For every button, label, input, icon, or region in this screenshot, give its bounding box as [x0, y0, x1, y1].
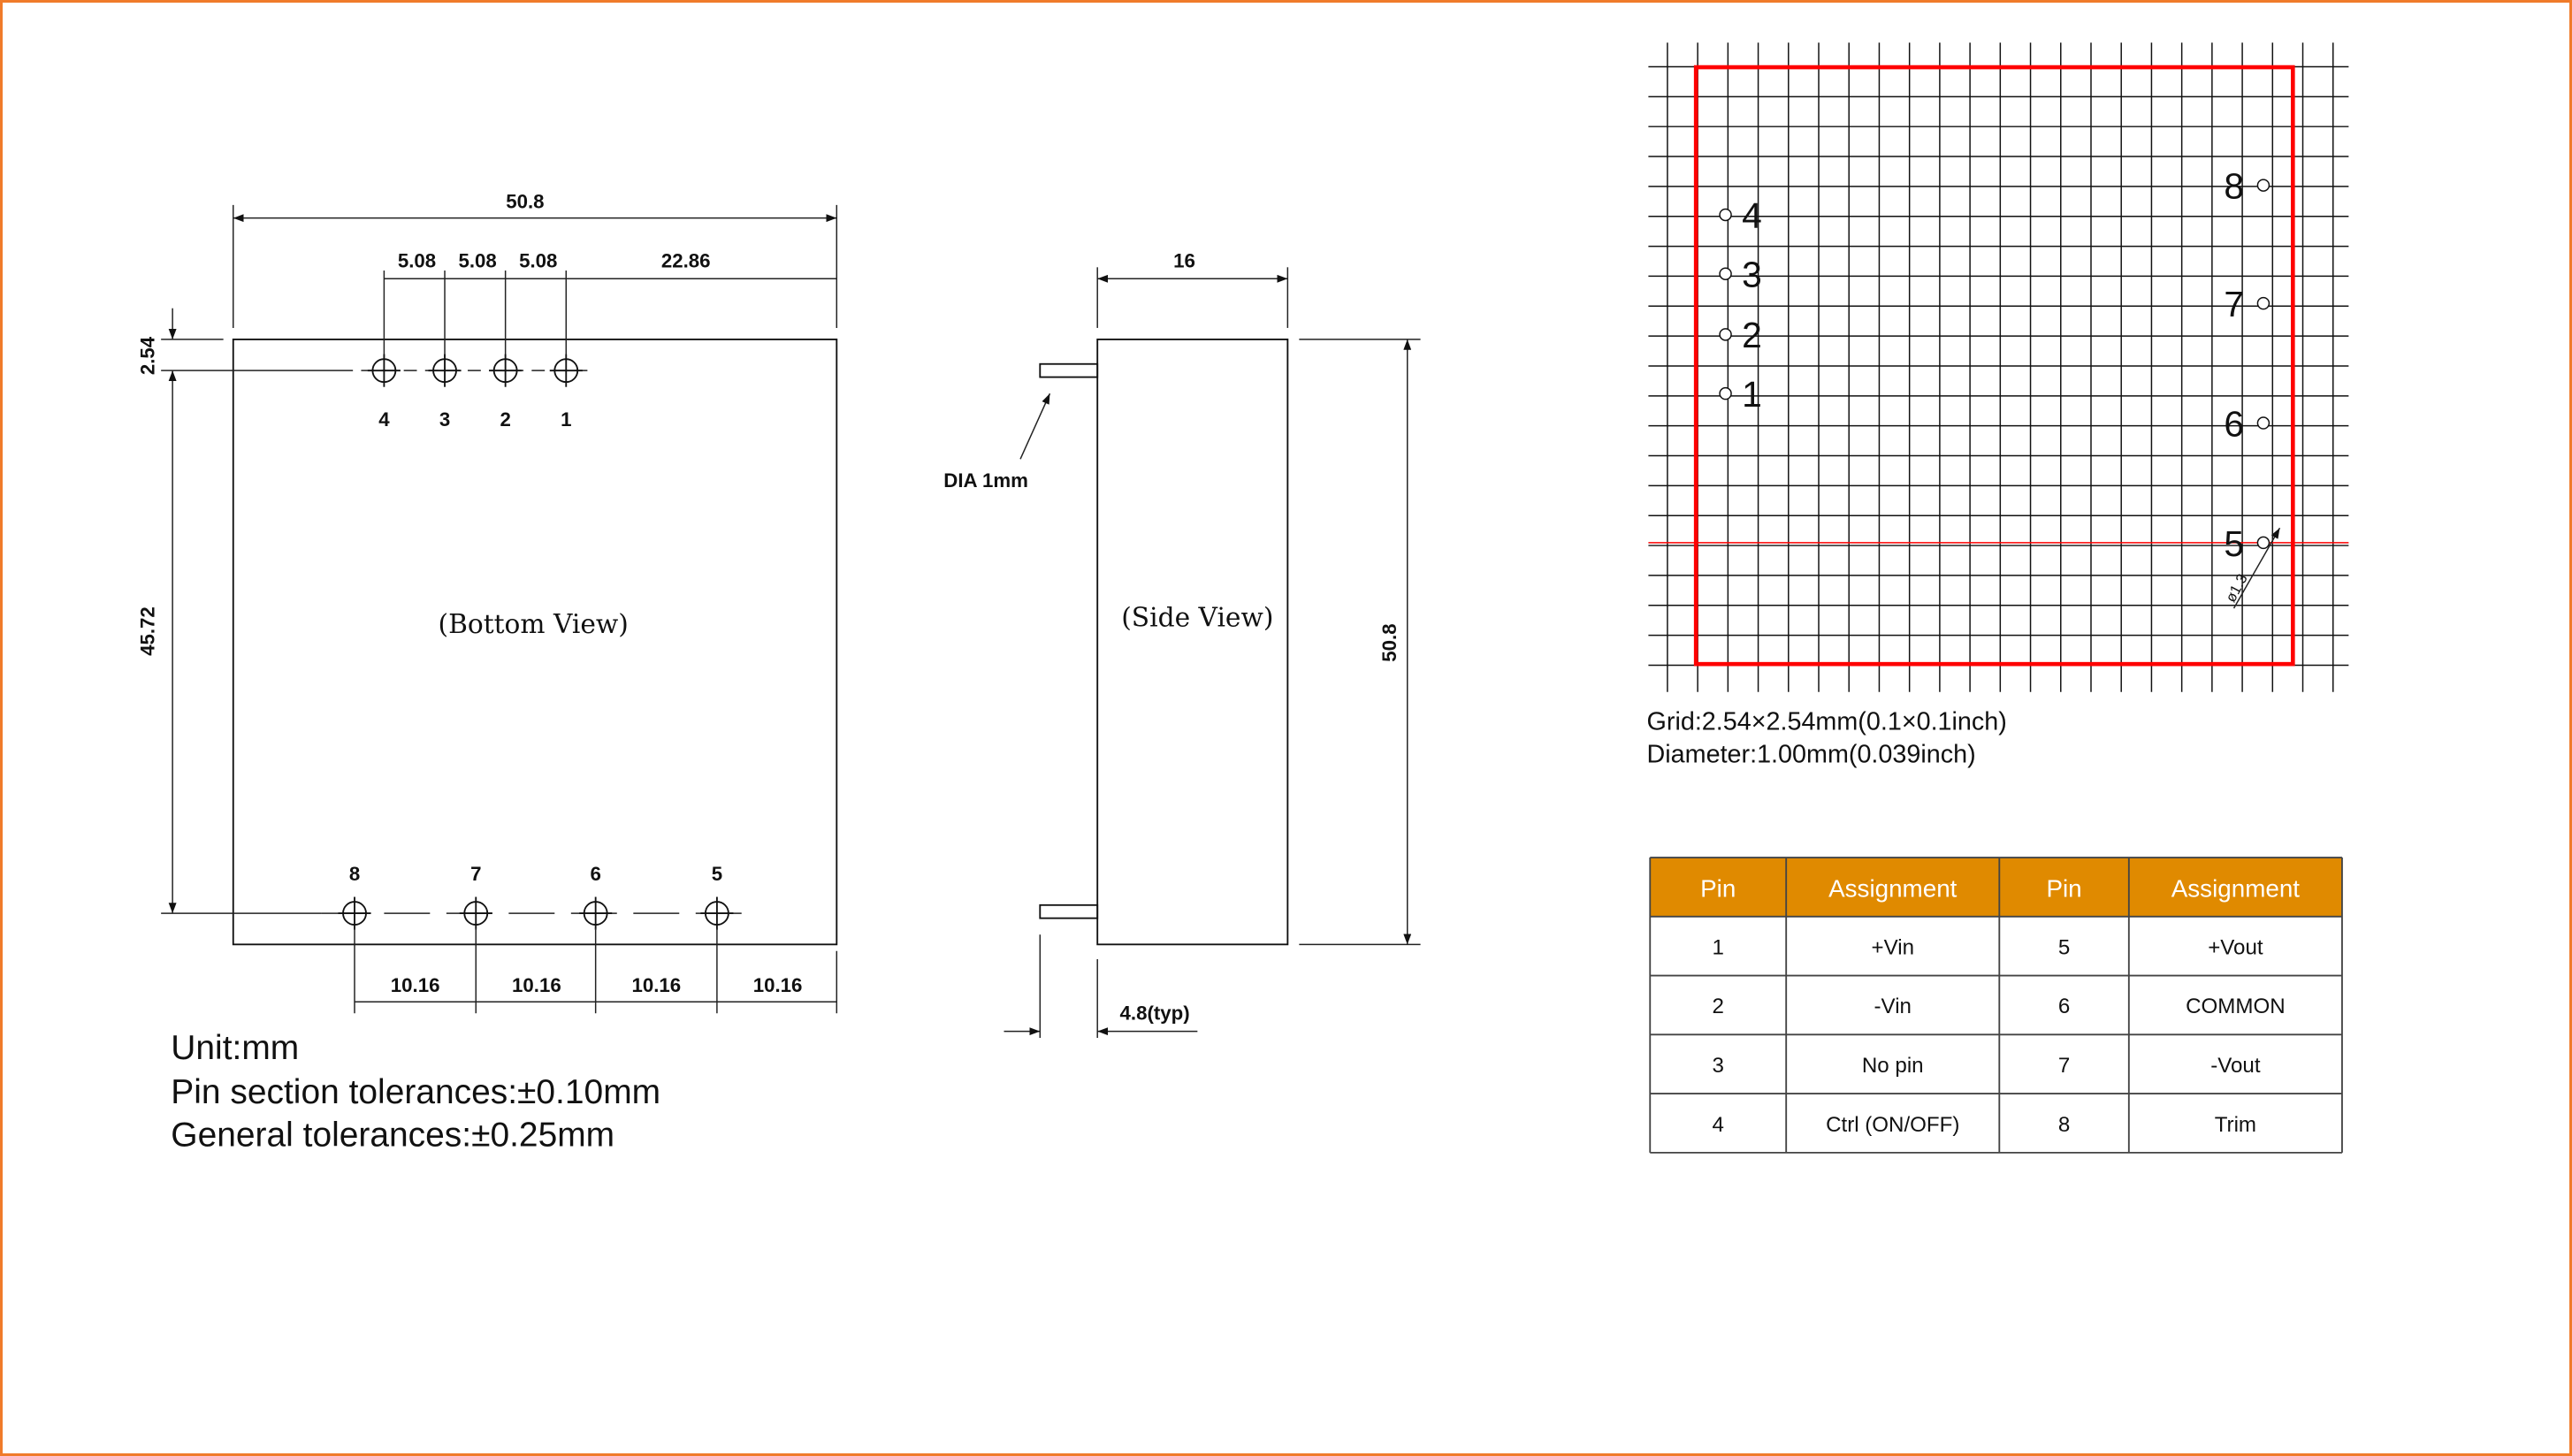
table-cell: Ctrl (ON/OFF): [1826, 1113, 1959, 1137]
pin-number: 1: [561, 408, 571, 431]
note-general-tolerance: General tolerances:±0.25mm: [171, 1116, 614, 1154]
dim-offset: 22.86: [661, 249, 711, 271]
grid-note: Grid:2.54×2.54mm(0.1×0.1inch): [1647, 707, 2007, 736]
table-cell: -Vout: [2210, 1054, 2261, 1078]
grid-pin: 7: [2224, 284, 2271, 324]
table-cell: 8: [2058, 1113, 2070, 1137]
dim-height: 45.72: [137, 606, 159, 656]
pin-number: 7: [470, 863, 481, 885]
dim-pitch-b: 5.08: [458, 249, 496, 271]
grid-pin-number: 5: [2224, 523, 2244, 564]
grid-footprint: 4 3 2 1 8 7 6 5 ø1.3 Grid:2.54×2.54mm(0.1×0.1in…: [1647, 42, 2349, 768]
dim-width: 50.8: [506, 191, 544, 213]
pin-number: 2: [500, 408, 510, 431]
notes: Unit:mm Pin section tolerances:±0.10mm G…: [171, 1029, 660, 1154]
dim-pitch-a: 5.08: [398, 249, 436, 271]
grid-pin-number: 2: [1742, 315, 1762, 355]
dia-label: ø1.3: [2222, 571, 2250, 605]
pin-stub-bottom: [1039, 903, 1099, 919]
pin-stub-top: [1039, 362, 1099, 378]
module-outline-red: [1693, 65, 2295, 667]
table-cell: 2: [1713, 995, 1724, 1018]
dim-pitch-c: 5.08: [519, 249, 557, 271]
module-outline-bottom: [232, 339, 838, 946]
table-cell: +Vin: [1872, 935, 1915, 959]
pin-marker: 5: [700, 863, 734, 930]
table-cell: 4: [1713, 1113, 1724, 1137]
bottom-view-title: (Bottom View): [439, 608, 629, 639]
module-outline-side: [1096, 339, 1289, 946]
table-row: 1 +Vin 5 +Vout: [1713, 935, 2263, 959]
dim-spacing-3: 10.16: [631, 974, 681, 996]
grid-pin-number: 4: [1742, 195, 1762, 236]
dim-edge: 2.54: [137, 336, 159, 375]
pin-number: 5: [712, 863, 722, 885]
table-cell: +Vout: [2208, 935, 2263, 959]
pin-marker: 1: [549, 354, 583, 431]
pin-number: 6: [590, 863, 600, 885]
pin-table: Pin Assignment Pin Assignment 1 +Vin 5 +Vout 2 -V…: [1649, 857, 2343, 1154]
grid-pin: 4: [1719, 195, 1762, 236]
dim-spacing-1: 10.16: [391, 974, 440, 996]
pin-number: 8: [349, 863, 360, 885]
grid-pin: 6: [2224, 403, 2271, 444]
grid-pin-number: 8: [2224, 165, 2244, 206]
table-header: Pin: [1700, 875, 1736, 903]
table-header: Assignment: [2171, 875, 2301, 903]
side-view: (Side View) DIA 1mm 16 50.8 4.8(typ): [943, 249, 1421, 1039]
table-header: Pin: [2046, 875, 2081, 903]
grid-pin: 1: [1719, 374, 1762, 415]
table-cell: 3: [1713, 1054, 1724, 1078]
bottom-view: (Bottom View) 50.8 5.08 5.08 5.08 22.86 …: [137, 191, 838, 1014]
table-cell: 7: [2058, 1054, 2070, 1078]
note-unit: Unit:mm: [171, 1029, 299, 1067]
grid-pin-number: 3: [1742, 255, 1762, 295]
pin-marker: 2: [489, 354, 523, 431]
pin-length: 4.8(typ): [1120, 1002, 1190, 1025]
table-cell: 5: [2058, 935, 2070, 959]
pin-marker: 6: [579, 863, 613, 930]
grid-pin-number: 1: [1742, 374, 1762, 415]
grid-pin: 2: [1719, 315, 1762, 355]
table-header: Assignment: [1828, 875, 1958, 903]
side-view-title: (Side View): [1121, 602, 1273, 633]
pin-dia-label: DIA 1mm: [943, 469, 1028, 492]
pin-number: 4: [378, 408, 390, 431]
table-row: 3 No pin 7 -Vout: [1713, 1054, 2261, 1078]
dim-spacing-4: 10.16: [753, 974, 803, 996]
side-width: 16: [1173, 249, 1195, 271]
grid-pin: 8: [2224, 165, 2271, 206]
pin-marker: 8: [338, 863, 371, 930]
grid-pin-number: 7: [2224, 284, 2244, 324]
pin-marker: 4: [367, 354, 401, 431]
table-row: 2 -Vin 6 COMMON: [1713, 995, 2286, 1018]
table-cell: -Vin: [1874, 995, 1912, 1018]
table-cell: COMMON: [2186, 995, 2286, 1018]
grid-pin-number: 6: [2224, 403, 2244, 444]
diameter-note: Diameter:1.00mm(0.039inch): [1647, 740, 1976, 768]
grid-pin: 5: [2224, 523, 2271, 564]
pin-marker: 7: [459, 863, 492, 930]
side-height: 50.8: [1378, 623, 1400, 661]
table-cell: 1: [1713, 935, 1724, 959]
pin-marker: 3: [428, 354, 462, 431]
dim-spacing-2: 10.16: [512, 974, 561, 996]
note-pin-tolerance: Pin section tolerances:±0.10mm: [171, 1073, 660, 1111]
grid-pin: 3: [1719, 255, 1762, 295]
table-cell: No pin: [1862, 1054, 1924, 1078]
table-cell: Trim: [2215, 1113, 2256, 1137]
table-cell: 6: [2058, 995, 2070, 1018]
table-row: 4 Ctrl (ON/OFF) 8 Trim: [1713, 1113, 2257, 1137]
pin-number: 3: [439, 408, 450, 431]
